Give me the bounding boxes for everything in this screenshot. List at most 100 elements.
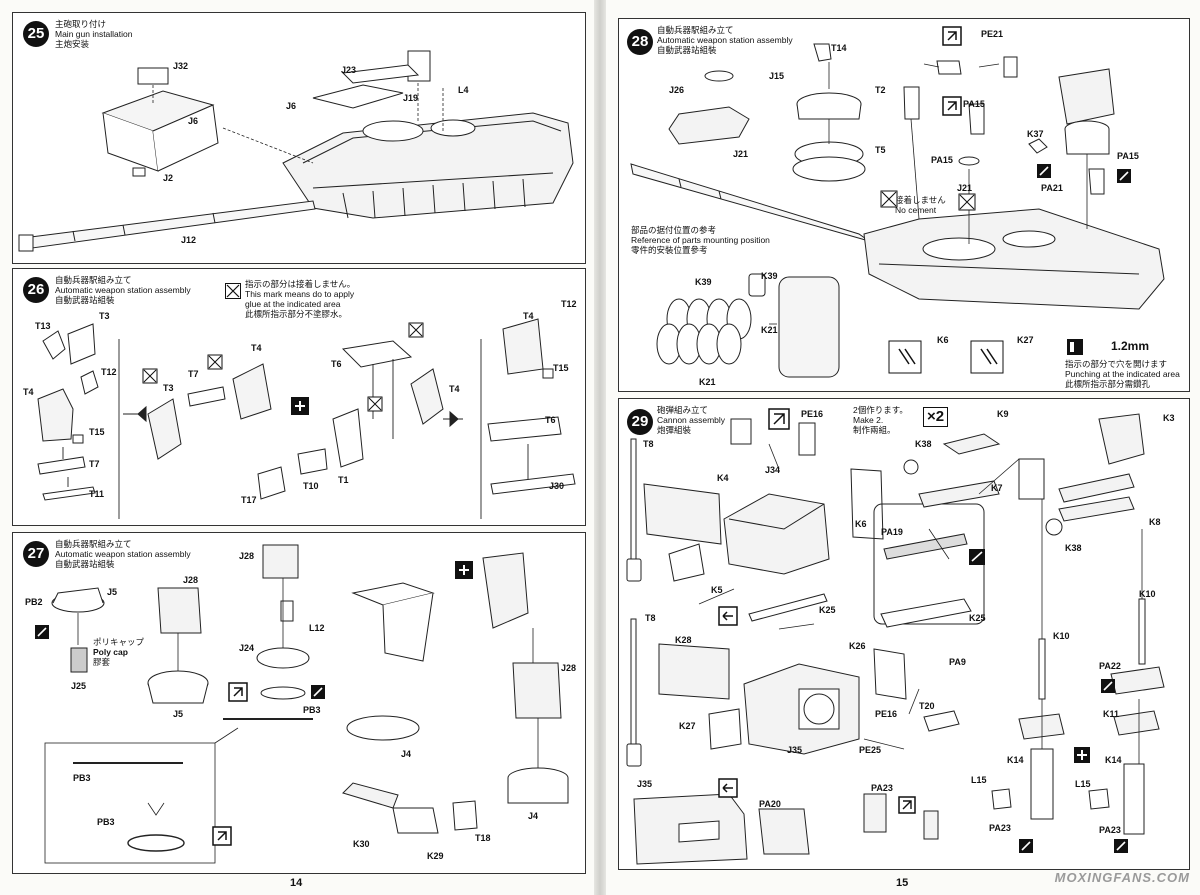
part-label: T15 [89, 427, 105, 437]
step-number: 29 [627, 409, 653, 435]
reference-en: Reference of parts mounting position [631, 235, 770, 245]
part-label: J4 [528, 811, 539, 821]
part-label: T10 [303, 481, 319, 491]
part-label: K25 [969, 613, 986, 623]
part-label: PE21 [981, 29, 1004, 39]
part-label: J25 [71, 681, 87, 691]
part-label: T4 [251, 343, 262, 353]
part-label: J6 [188, 116, 199, 126]
part-label: T2 [875, 85, 886, 95]
part-label: PE16 [875, 709, 898, 719]
part-label: K38 [1065, 543, 1082, 553]
part-label: K27 [1017, 335, 1034, 345]
part-label: T17 [241, 495, 257, 505]
part-label: T3 [99, 311, 110, 321]
polycap-cn: 膠套 [93, 657, 111, 667]
part-label: K10 [1139, 589, 1156, 599]
part-label: K10 [1053, 631, 1070, 641]
part-label: T13 [35, 321, 51, 331]
make-two-cn: 制作兩組。 [853, 425, 896, 435]
part-label: PA15 [963, 99, 985, 109]
punch-cn: 此標所指示部分需鑽孔 [1065, 379, 1151, 389]
step-title-jp: 自動兵器駅組み立て [657, 25, 734, 35]
part-label: K6 [937, 335, 949, 345]
part-label: J2 [163, 173, 174, 183]
part-label: J6 [286, 101, 297, 111]
part-label: J15 [769, 71, 785, 81]
part-label: T20 [919, 701, 935, 711]
part-label: PA20 [759, 799, 781, 809]
part-label: T7 [188, 369, 199, 379]
note-cn: 此標所指示部分不塗膠水。 [245, 309, 348, 319]
part-label: J12 [181, 235, 197, 245]
step-title-jp: 砲弾組み立て [657, 405, 709, 415]
part-label: PA21 [1041, 183, 1063, 193]
step-title-jp: 主砲取り付け [55, 19, 107, 29]
step-number: 28 [627, 29, 653, 55]
part-label: K5 [711, 585, 723, 595]
no-cement-en: No cement [895, 205, 937, 215]
part-label: PE25 [859, 745, 882, 755]
page-number-right: 15 [896, 877, 909, 889]
part-label: L12 [309, 623, 325, 633]
part-label: J35 [637, 779, 653, 789]
part-label: T6 [331, 359, 342, 369]
part-label: J21 [957, 183, 973, 193]
part-label: T5 [875, 145, 886, 155]
part-label: K26 [849, 641, 866, 651]
part-label: K6 [855, 519, 867, 529]
part-label: J34 [765, 465, 781, 475]
ammo-rack-diagram [626, 408, 1165, 865]
make-two-en: Make 2. [853, 415, 884, 425]
part-label: PA15 [931, 155, 953, 165]
part-label: K3 [1163, 413, 1175, 423]
step-25-panel: 25 主砲取り付け Main gun installation 主炮安装 [12, 12, 586, 264]
part-label: J5 [107, 587, 118, 597]
weapon-station-diagram [37, 318, 576, 519]
part-label: K37 [1027, 129, 1044, 139]
part-label: K7 [991, 483, 1003, 493]
part-label: K11 [1103, 709, 1120, 719]
part-label: PA23 [989, 823, 1011, 833]
part-label: J4 [401, 749, 412, 759]
part-label: J24 [239, 643, 255, 653]
reference-jp: 部品の据付位置の参考 [631, 225, 717, 235]
step-title-jp: 自動兵器駅組み立て [55, 275, 132, 285]
page-number-left: 14 [290, 877, 303, 889]
step-title-en: Automatic weapon station assembly [657, 35, 793, 45]
step-title-jp: 自動兵器駅組み立て [55, 539, 132, 549]
part-label: T4 [23, 387, 34, 397]
part-label: T3 [163, 383, 174, 393]
part-label: T4 [449, 384, 460, 394]
step-title-cn: 自動武器站組裝 [657, 45, 717, 55]
note-jp: 指示の部分は接着しません。 [245, 279, 356, 289]
punch-en: Punching at the indicated area [1065, 369, 1180, 379]
part-label: K8 [1149, 517, 1161, 527]
part-label: T4 [523, 311, 534, 321]
step-title-en: Automatic weapon station assembly [55, 549, 191, 559]
step-title-cn: 自動武器站組裝 [55, 295, 115, 305]
punch-size: 1.2mm [1111, 339, 1150, 353]
part-label: J19 [403, 93, 419, 103]
part-label: K30 [353, 839, 370, 849]
no-cement-jp: 接着しません [895, 195, 946, 205]
step-title-cn: 主炮安装 [55, 39, 90, 49]
part-label: K14 [1007, 755, 1024, 765]
part-label: J30 [549, 481, 565, 491]
step-29-panel: 29 砲弾組み立て Cannon assembly 炮彈組裝 2個作ります。 M… [618, 398, 1190, 870]
polycap-jp: ポリキャップ [93, 637, 145, 647]
step-27-panel: 27 自動兵器駅組み立て Automatic weapon station as… [12, 532, 586, 874]
part-label: K21 [761, 325, 778, 335]
part-label: T8 [643, 439, 654, 449]
punch-jp: 指示の部分で穴を開けます [1065, 359, 1168, 369]
part-label: K9 [997, 409, 1009, 419]
part-label: J28 [239, 551, 255, 561]
no-glue-icon [225, 283, 241, 299]
step-number: 27 [23, 541, 49, 567]
part-label: K25 [819, 605, 836, 615]
part-label: L15 [1075, 779, 1091, 789]
times-two-badge: ×2 [923, 407, 949, 427]
part-label: J28 [183, 575, 199, 585]
main-gun-diagram [18, 50, 574, 252]
part-label: PB2 [25, 597, 43, 607]
